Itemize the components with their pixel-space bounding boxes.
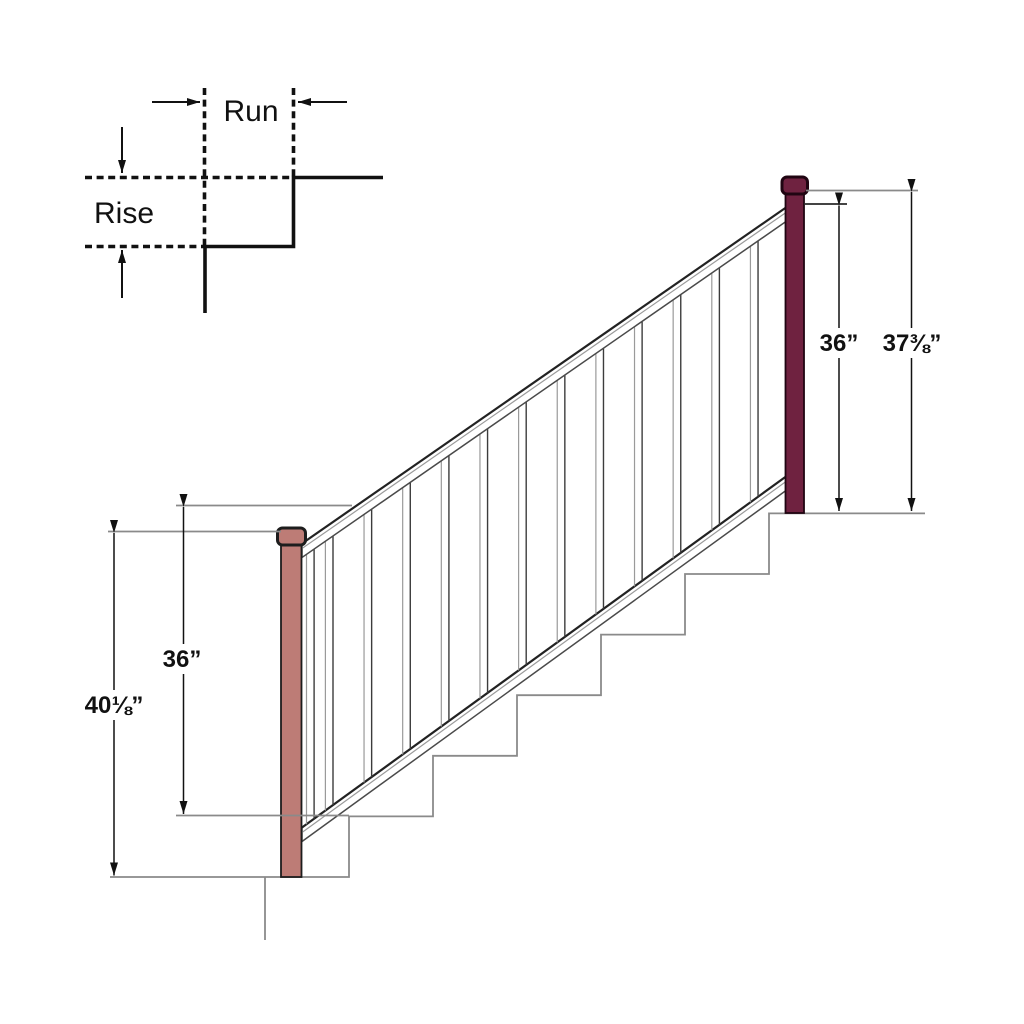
- rise-run-inset: Run Rise: [85, 88, 383, 313]
- right-rail-height-label: 36”: [812, 328, 866, 358]
- label-background: [875, 328, 949, 358]
- bottom-rail: [301, 475, 787, 843]
- baluster: [363, 509, 373, 783]
- dimension-text: 37⅜”: [883, 330, 942, 357]
- baluster: [595, 348, 605, 615]
- left-post-cap: [276, 526, 307, 547]
- baluster: [633, 321, 643, 587]
- label-background: [812, 328, 866, 358]
- run-label: Run: [223, 95, 278, 128]
- step-profile-line: [203, 175, 383, 313]
- right-post-body: [784, 189, 805, 514]
- baluster: [305, 549, 315, 825]
- dimensions: 36” 40⅛” 36” 37⅜”: [78, 179, 949, 876]
- label-background: [78, 690, 150, 720]
- right-post: [780, 175, 809, 514]
- top-rail-band: [301, 206, 787, 559]
- balusters: [305, 240, 759, 825]
- baluster: [672, 294, 682, 559]
- dimension-text: 40⅛”: [85, 692, 144, 719]
- dimension-text: 36”: [820, 330, 859, 357]
- left-post-height-label: 40⅛”: [78, 690, 150, 720]
- baluster: [517, 401, 527, 671]
- top-rail-top-edge: [301, 206, 787, 545]
- top-rail: [301, 206, 787, 559]
- baluster: [402, 482, 411, 755]
- baluster: [711, 267, 721, 531]
- baluster: [479, 428, 489, 699]
- left-post-body: [280, 539, 303, 878]
- left-post: [276, 526, 307, 878]
- baluster: [440, 455, 450, 727]
- bottom-rail-inner-line: [301, 481, 787, 833]
- baluster: [749, 240, 759, 503]
- left-rail-height-label: 36”: [156, 644, 209, 674]
- steps-outline: [110, 512, 925, 878]
- rise-label: Rise: [94, 197, 154, 230]
- label-background: [156, 644, 209, 674]
- bottom-rail-band: [301, 475, 787, 843]
- right-post-cap: [780, 175, 809, 196]
- bottom-rail-top-edge: [301, 475, 787, 829]
- dimension-text: 36”: [163, 646, 202, 673]
- baluster: [324, 536, 334, 811]
- baluster: [556, 375, 566, 643]
- right-post-height-label: 37⅜”: [875, 328, 949, 358]
- staircase: [110, 512, 925, 940]
- top-rail-inner-line: [301, 212, 787, 549]
